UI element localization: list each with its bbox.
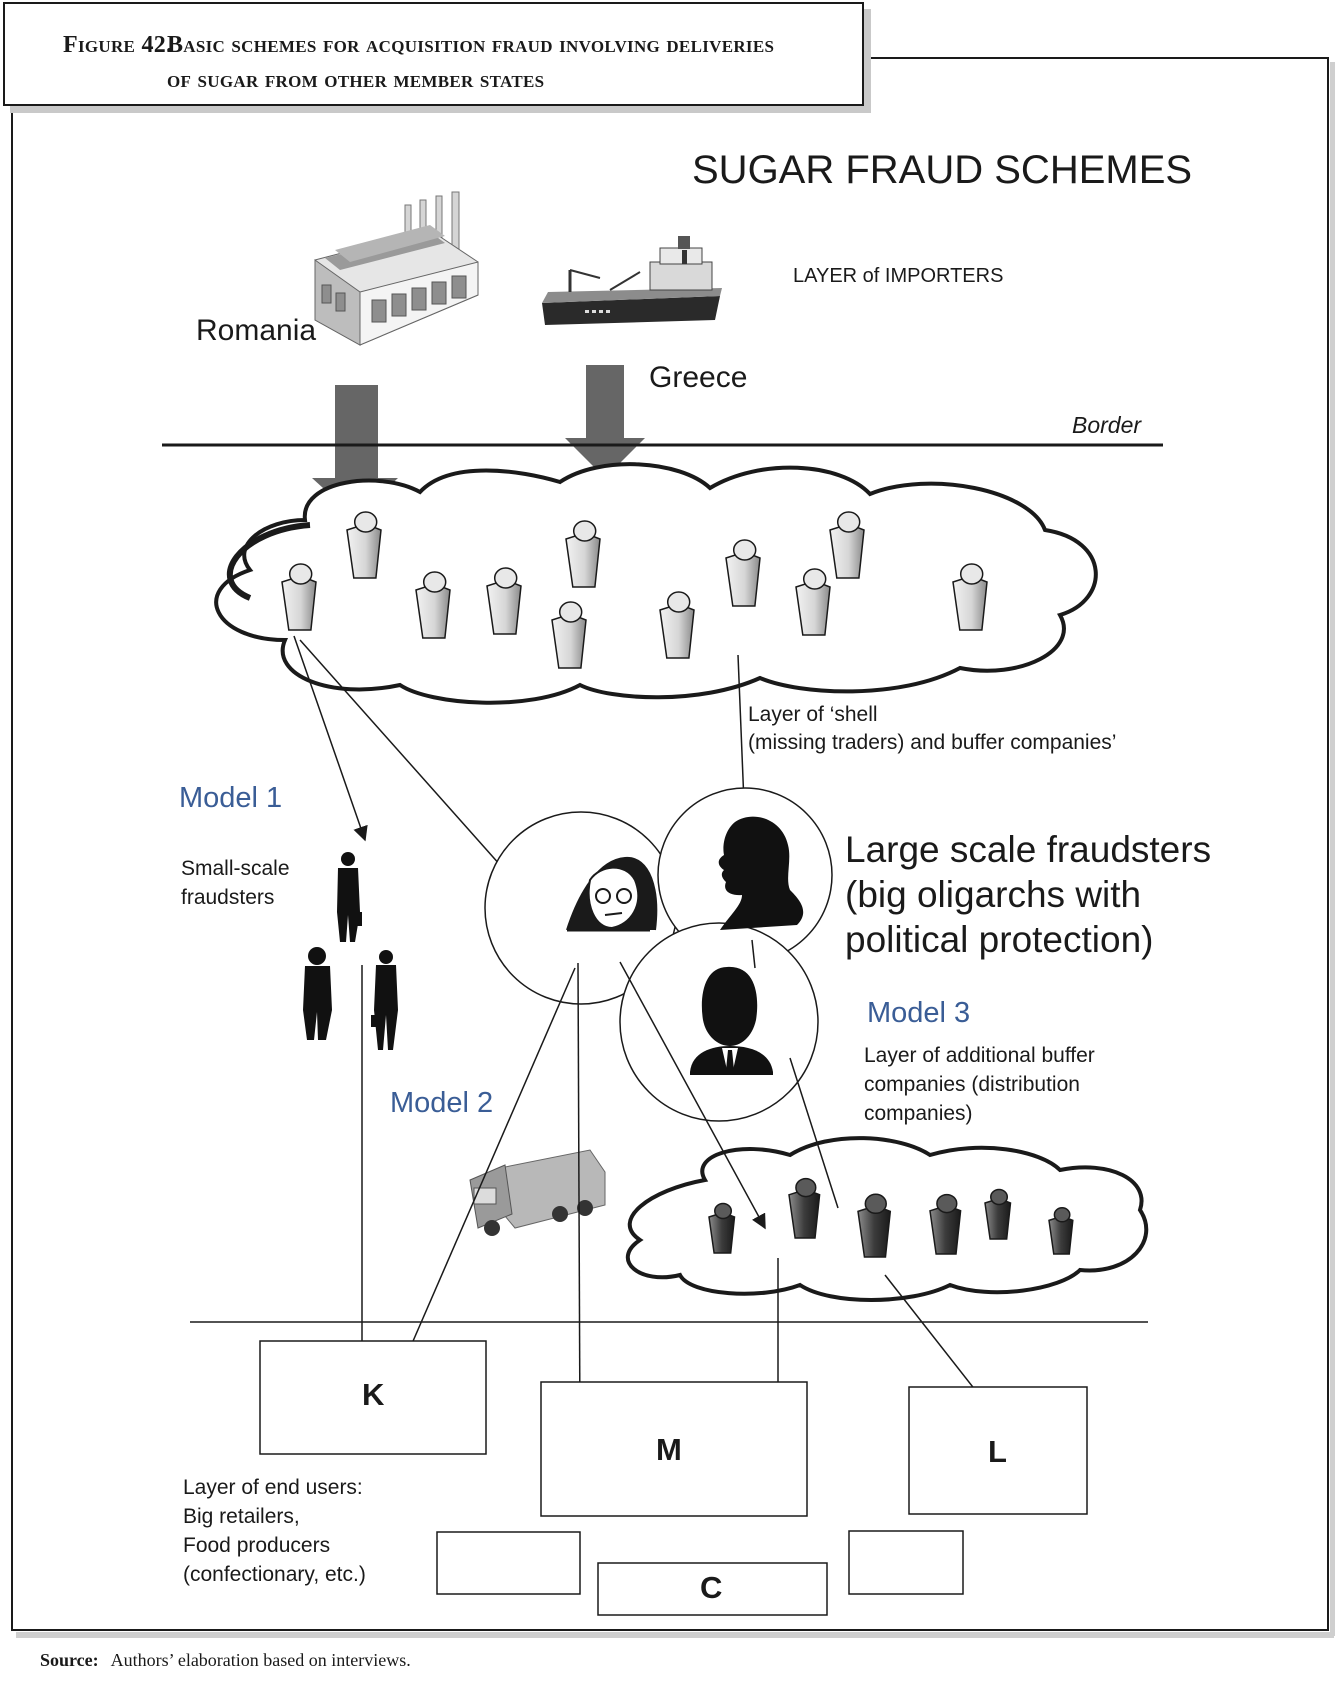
box-k: [259, 1340, 487, 1455]
box-c: [597, 1562, 828, 1616]
import-arrow-greece: [565, 365, 645, 478]
figure-border: [11, 57, 1329, 1631]
box-l: [908, 1386, 1088, 1515]
origin-romania-label: Romania: [196, 314, 317, 347]
shell-layer-label-line2: (missing traders) and buffer companies’: [748, 731, 1117, 754]
figure-number: Figure 42.: [63, 32, 173, 58]
box-unlabeled-left: [436, 1531, 581, 1595]
oligarch-profile-icon: [718, 816, 804, 930]
company-person-icon: [486, 567, 522, 635]
small-scale-label-line2: fraudsters: [181, 886, 275, 909]
buffer-person-icon: [708, 1202, 736, 1254]
model-1-label: Model 1: [179, 782, 283, 814]
ship-icon: [542, 236, 722, 325]
company-person-icon: [952, 563, 988, 631]
buffer-person-icon: [984, 1188, 1012, 1240]
hooded-person-icon: [566, 856, 658, 932]
diagram-title: SUGAR FRAUD SCHEMES: [692, 148, 1193, 192]
box-unlabeled-right: [848, 1530, 964, 1595]
figure-caption: Figure 42. Basic schemes for acquisition…: [3, 2, 864, 106]
buffer-person-icon: [788, 1177, 821, 1239]
large-scale-label-line2: (big oligarchs with: [845, 874, 1142, 915]
source-text: Authors’ elaboration based on interviews…: [110, 1650, 411, 1670]
arrow-model2-to-m: [572, 962, 588, 1437]
company-person-icon: [659, 591, 695, 659]
origin-greece-label: Greece: [649, 361, 748, 394]
source-note: Source: Authors’ elaboration based on int…: [40, 1650, 411, 1671]
company-person-icon: [795, 568, 831, 636]
border-label: Border: [1072, 412, 1142, 438]
company-person-icon: [725, 539, 761, 607]
arrow-model2-to-k: [395, 967, 576, 1380]
buffer-person-icon: [929, 1193, 962, 1255]
businessman-icon: [690, 966, 773, 1075]
figure-title-line2: of sugar from other member states: [167, 67, 545, 93]
shell-company-cloud: [214, 462, 1098, 705]
large-scale-label-line1: Large scale fraudsters: [845, 829, 1212, 870]
box-k-label: K: [362, 1377, 385, 1412]
buffer-layer-label-line2: companies (distribution: [864, 1073, 1080, 1096]
source-label: Source:: [40, 1650, 99, 1670]
shell-layer-label-line1: Layer of ‘shell: [748, 703, 878, 726]
box-m: [540, 1381, 808, 1517]
end-users-label-line4: (confectionary, etc.): [183, 1563, 366, 1586]
company-person-icon: [415, 571, 451, 639]
arrow-cloud-to-large-fraudsters: [299, 639, 526, 895]
company-person-icon: [346, 511, 382, 579]
box-l-label: L: [988, 1434, 1007, 1469]
arrow-cloud-to-small-fraudsters: [293, 635, 368, 842]
shell-company-icons: [281, 511, 988, 669]
figure-title-line1: Basic schemes for acquisition fraud invo…: [167, 32, 775, 58]
link-businessman-to-buffer-cloud: [789, 1057, 839, 1209]
buffer-person-icon: [1048, 1207, 1074, 1255]
end-users-label-line1: Layer of end users:: [183, 1476, 363, 1499]
buffer-person-icon: [857, 1193, 892, 1258]
small-fraudsters-icon: [303, 852, 398, 1050]
layer-importers-label: LAYER of IMPORTERS: [793, 265, 1004, 287]
factory-icon: [314, 191, 479, 346]
arrow-large-to-buffer-cloud: [619, 961, 766, 1230]
model-2-label: Model 2: [390, 1087, 494, 1119]
buffer-layer-label-line3: companies): [864, 1102, 973, 1125]
company-person-icon: [565, 520, 601, 588]
end-users-label-line3: Food producers: [183, 1534, 331, 1557]
box-c-label: C: [700, 1570, 723, 1605]
buffer-company-icons: [708, 1177, 1074, 1258]
box-m-label: M: [656, 1432, 682, 1467]
small-scale-label-line1: Small-scale: [181, 857, 290, 880]
company-person-icon: [829, 511, 865, 579]
figure-border-shadow-bottom: [16, 1632, 1334, 1638]
model-3-label: Model 3: [867, 997, 971, 1029]
end-users-label-line2: Big retailers,: [183, 1505, 300, 1528]
figure-border-shadow: [1330, 62, 1335, 1636]
large-scale-label-line3: political protection): [845, 919, 1154, 960]
company-person-icon: [551, 601, 587, 669]
company-person-icon: [281, 563, 317, 631]
buffer-layer-label-line1: Layer of additional buffer: [864, 1044, 1095, 1067]
